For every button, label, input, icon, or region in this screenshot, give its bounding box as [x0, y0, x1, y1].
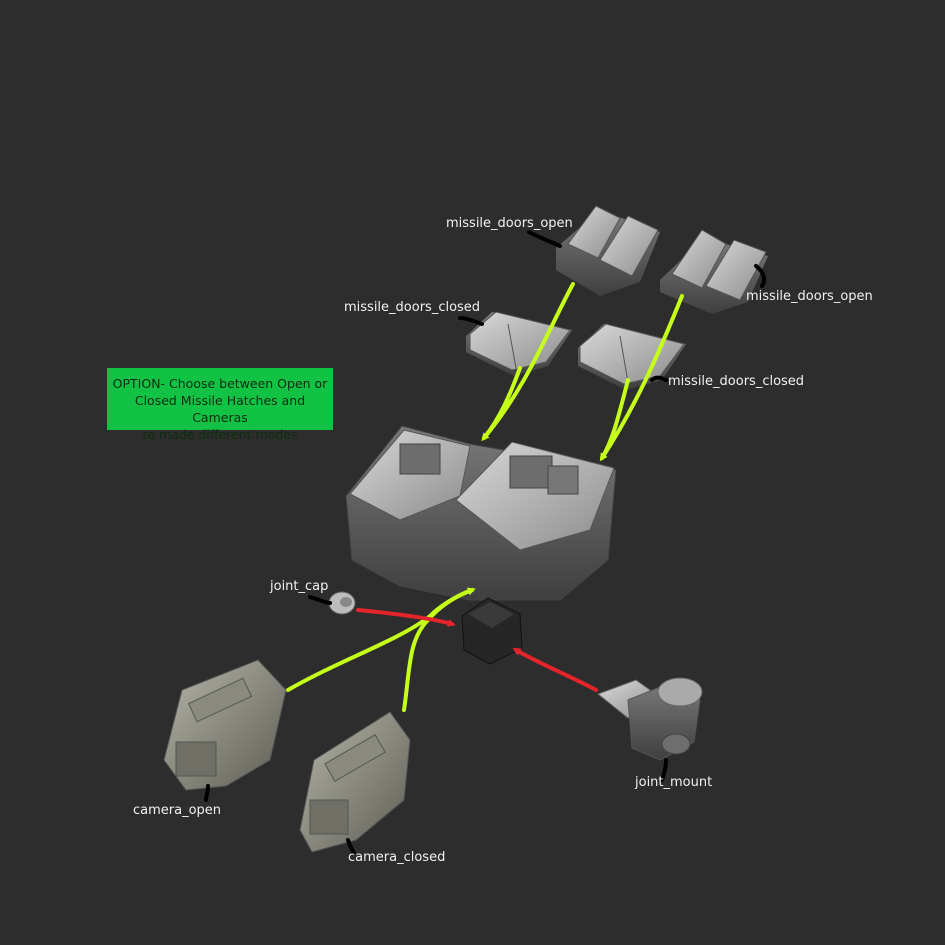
label-camera-closed: camera_closed — [348, 850, 446, 865]
option-note-line-3: to made different modes — [142, 427, 298, 442]
option-note: OPTION- Choose between Open or Closed Mi… — [107, 368, 333, 442]
label-missile-doors-closed-left: missile_doors_closed — [344, 300, 481, 315]
label-joint-mount: joint_mount — [635, 775, 713, 790]
connector-part — [461, 597, 523, 665]
missile-door-open-part-right — [660, 229, 768, 314]
option-note-line-1: OPTION- Choose between Open or — [112, 376, 328, 391]
label-missile-doors-closed-right: missile_doors_closed — [668, 374, 805, 389]
joint-mount-part — [596, 677, 703, 761]
camera-part-closed — [299, 711, 411, 853]
camera-part-open — [163, 659, 287, 791]
label-camera-open: camera_open — [133, 803, 222, 818]
option-arrows — [286, 282, 684, 712]
leader-lines — [204, 230, 766, 855]
label-missile-doors-open-right: missile_doors_open — [746, 289, 873, 304]
attach-arrows — [356, 608, 598, 692]
label-missile-doors-open-left: missile_doors_open — [446, 216, 573, 231]
label-joint-cap: joint_cap — [270, 579, 329, 594]
missile-pod-part — [345, 425, 617, 601]
missile-door-closed-part-right — [578, 323, 686, 390]
joint-cap-part — [328, 591, 356, 615]
missile-door-closed-part-left — [466, 311, 572, 376]
option-note-line-2: Closed Missile Hatches and Cameras — [134, 393, 306, 425]
missile-door-open-part-left — [556, 205, 660, 296]
